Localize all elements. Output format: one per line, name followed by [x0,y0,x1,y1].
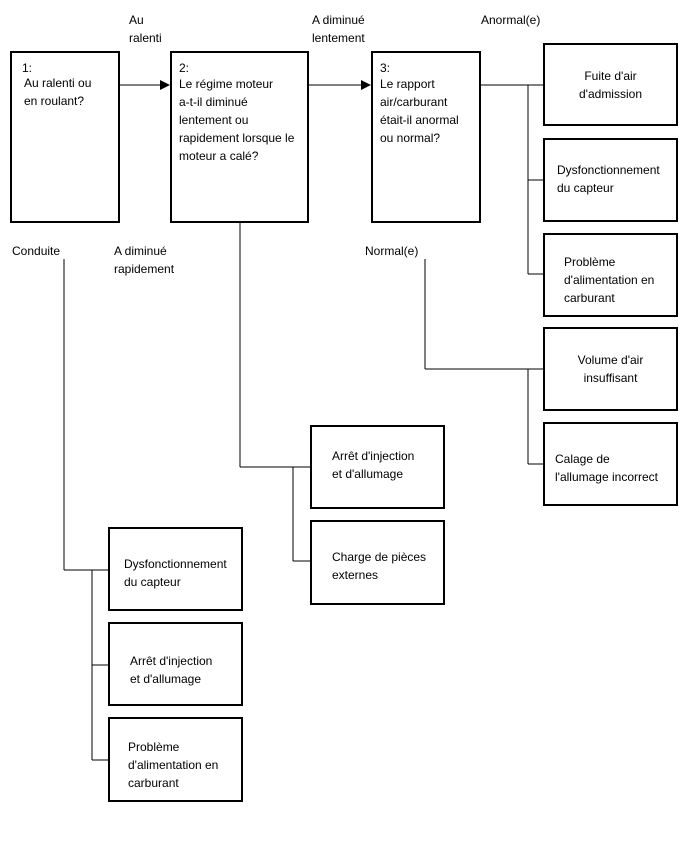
label-normal: Normal(e) [365,244,419,258]
result-volume-air-text: Volume d'air insuffisant [577,353,644,385]
question-3-text: Le rapport air/carburant était-il anorma… [380,77,459,145]
arrowhead-q3 [361,80,371,90]
result-dysf-capteur-bottom-text: Dysfonctionnement du capteur [124,557,227,589]
question-box-1: 1: Au ralenti ou en roulant? [10,51,120,223]
result-box-arret-injection-bottom: Arrêt d'injection et d'allumage [108,622,243,706]
question-1-text: Au ralenti ou en roulant? [24,76,92,108]
result-arret-injection-mid-text: Arrêt d'injection et d'allumage [332,449,415,481]
question-box-2: 2: Le régime moteur a-t-il diminué lente… [170,51,309,223]
result-box-dysf-capteur-top: Dysfonctionnement du capteur [543,138,678,222]
result-calage-allumage-text: Calage de l'allumage incorrect [555,452,659,484]
result-dysf-capteur-top-text: Dysfonctionnement du capteur [557,163,660,195]
label-a-diminue-lentement: A diminué lentement [312,13,365,45]
result-box-arret-injection-mid: Arrêt d'injection et d'allumage [310,425,445,509]
result-box-calage-allumage: Calage de l'allumage incorrect [543,422,678,506]
result-box-fuite-air: Fuite d'air d'admission [543,43,678,126]
result-box-probleme-alim-top: Problème d'alimentation en carburant [543,233,678,317]
label-conduite: Conduite [12,244,61,258]
label-a-diminue-rapidement: A diminué rapidement [114,244,175,276]
result-charge-pieces-text: Charge de pièces externes [332,550,427,582]
question-3-number: 3: [380,61,391,75]
result-box-volume-air: Volume d'air insuffisant [543,327,678,411]
label-anormal: Anormal(e) [481,13,541,27]
question-1-number: 1: [22,61,33,75]
label-au-ralenti: Au ralenti [129,13,162,45]
arrowhead-q2 [160,80,170,90]
result-box-charge-pieces: Charge de pièces externes [310,520,445,605]
result-box-dysf-capteur-bottom: Dysfonctionnement du capteur [108,527,243,611]
result-arret-injection-bottom-text: Arrêt d'injection et d'allumage [130,654,213,686]
question-2-text: Le régime moteur a-t-il diminué lentemen… [179,77,295,163]
question-box-3: 3: Le rapport air/carburant était-il ano… [371,51,481,223]
result-fuite-air-text: Fuite d'air d'admission [579,69,642,101]
question-2-number: 2: [179,61,190,75]
result-probleme-alim-bottom-text: Problème d'alimentation en carburant [128,740,219,790]
result-probleme-alim-top-text: Problème d'alimentation en carburant [564,255,655,305]
result-box-probleme-alim-bottom: Problème d'alimentation en carburant [108,717,243,802]
